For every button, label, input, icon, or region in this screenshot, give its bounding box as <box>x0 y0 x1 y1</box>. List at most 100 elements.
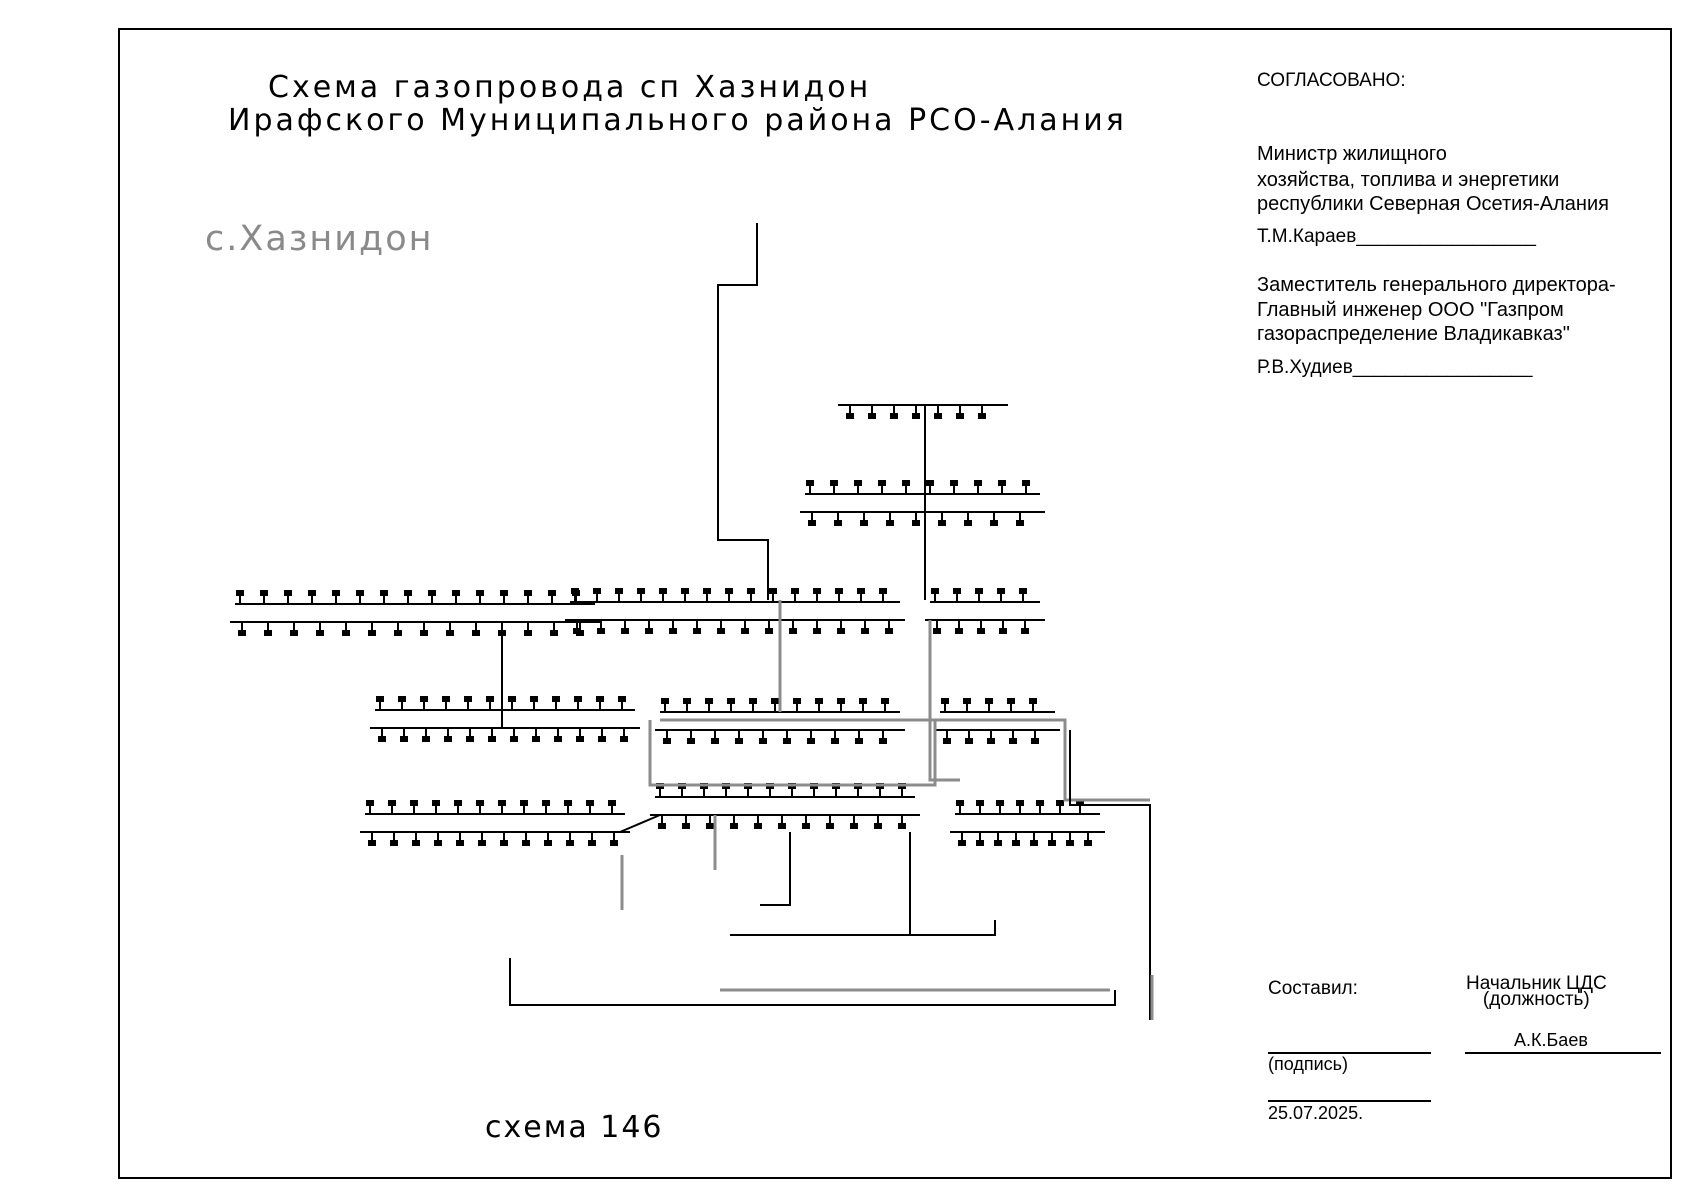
consumer-icon <box>508 696 516 710</box>
consumer-icon <box>456 832 464 846</box>
consumer-icon <box>1029 698 1037 712</box>
consumer-icon <box>711 730 719 744</box>
consumer-icon <box>703 588 711 602</box>
consumer-icon <box>854 480 862 494</box>
consumer-icon <box>618 696 626 710</box>
consumer-icon <box>687 730 695 744</box>
consumer-icon <box>550 622 558 636</box>
consumer-icon <box>826 815 834 829</box>
consumer-icon <box>683 698 691 712</box>
consumer-icon <box>735 730 743 744</box>
consumer-icon <box>264 622 272 636</box>
consumer-icon <box>759 730 767 744</box>
consumer-icon <box>498 800 506 814</box>
consumer-icon <box>548 590 556 604</box>
deputy-title-line3: газораспределение Владикавказ" <box>1257 323 1570 345</box>
consumer-icon <box>1030 832 1038 846</box>
consumer-icon <box>442 696 450 710</box>
consumer-icon <box>956 405 964 419</box>
consumer-icon <box>1019 588 1027 602</box>
consumer-icon <box>693 620 701 634</box>
compiler-name: А.К.Баев <box>1514 1030 1588 1050</box>
consumer-icon <box>571 588 579 602</box>
consumer-icon <box>725 588 733 602</box>
consumer-icon <box>855 730 863 744</box>
consumer-icon <box>524 622 532 636</box>
consumer-icon <box>444 728 452 742</box>
drawing-title-line2: Ирафского Муниципального района РСО-Алан… <box>228 103 1127 138</box>
minister-title-line3: республики Северная Осетия-Алания <box>1257 193 1609 215</box>
consumer-icon <box>976 800 984 814</box>
consumer-icon <box>476 800 484 814</box>
deputy-signature: Р.В.Худиев_________________ <box>1257 357 1533 378</box>
consumer-icon <box>912 512 920 526</box>
consumer-icon <box>390 832 398 846</box>
consumer-icon <box>621 620 629 634</box>
riser <box>1069 730 1151 1020</box>
consumer-icon <box>808 512 816 526</box>
consumer-icon <box>342 622 350 636</box>
consumer-icon <box>793 698 801 712</box>
minister-title-line2: хозяйства, топлива и энергетики <box>1257 169 1560 191</box>
consumer-icon <box>308 590 316 604</box>
consumer-icon <box>717 620 725 634</box>
consumer-icon <box>868 405 876 419</box>
consumer-icon <box>574 696 582 710</box>
consumer-icon <box>620 728 628 742</box>
consumer-icon <box>608 800 616 814</box>
consumer-icon <box>410 800 418 814</box>
consumer-icon <box>859 698 867 712</box>
drawing-title-line1: Схема газопровода сп Хазнидон <box>268 70 872 105</box>
consumer-icon <box>596 696 604 710</box>
consumer-icon <box>861 620 869 634</box>
consumer-icon <box>332 590 340 604</box>
consumer-icon <box>958 832 966 846</box>
consumer-icon <box>999 620 1007 634</box>
consumer-icon <box>236 590 244 604</box>
consumer-icon <box>706 815 714 829</box>
consumer-icon <box>955 620 963 634</box>
consumer-icon <box>965 730 973 744</box>
consumer-icon <box>524 590 532 604</box>
consumer-icon <box>500 590 508 604</box>
consumer-icon <box>886 512 894 526</box>
branch <box>509 958 1116 1006</box>
consumer-icon <box>412 832 420 846</box>
consumer-icon <box>316 622 324 636</box>
consumer-icon <box>615 588 623 602</box>
consumer-icon <box>522 832 530 846</box>
loop-pipe <box>648 720 937 787</box>
consumer-icon <box>874 815 882 829</box>
consumer-icon <box>1016 512 1024 526</box>
consumer-icon <box>815 698 823 712</box>
consumer-icon <box>977 620 985 634</box>
consumer-icon <box>978 405 986 419</box>
position-caption: (должность) <box>1482 989 1590 1010</box>
consumer-icon <box>598 728 606 742</box>
consumer-icon <box>997 588 1005 602</box>
consumer-icon <box>791 588 799 602</box>
consumer-icon <box>1036 800 1044 814</box>
consumer-icon <box>573 620 581 634</box>
minister-signature: Т.М.Караев_________________ <box>1257 226 1536 247</box>
consumer-icon <box>837 698 845 712</box>
consumer-icon <box>1056 800 1064 814</box>
consumer-icon <box>998 480 1006 494</box>
consumer-icon <box>645 620 653 634</box>
consumer-icon <box>446 622 454 636</box>
consumer-icon <box>368 832 376 846</box>
consumer-icon <box>420 696 428 710</box>
consumer-icon <box>290 622 298 636</box>
branch <box>619 814 661 833</box>
consumer-icon <box>659 588 667 602</box>
consumer-icon <box>933 620 941 634</box>
consumer-icon <box>912 405 920 419</box>
consumer-icon <box>879 588 887 602</box>
consumer-icon <box>943 730 951 744</box>
consumer-icon <box>1066 832 1074 846</box>
consumer-icon <box>1021 620 1029 634</box>
consumer-icon <box>996 800 1004 814</box>
consumer-icon <box>771 698 779 712</box>
consumer-icon <box>834 512 842 526</box>
